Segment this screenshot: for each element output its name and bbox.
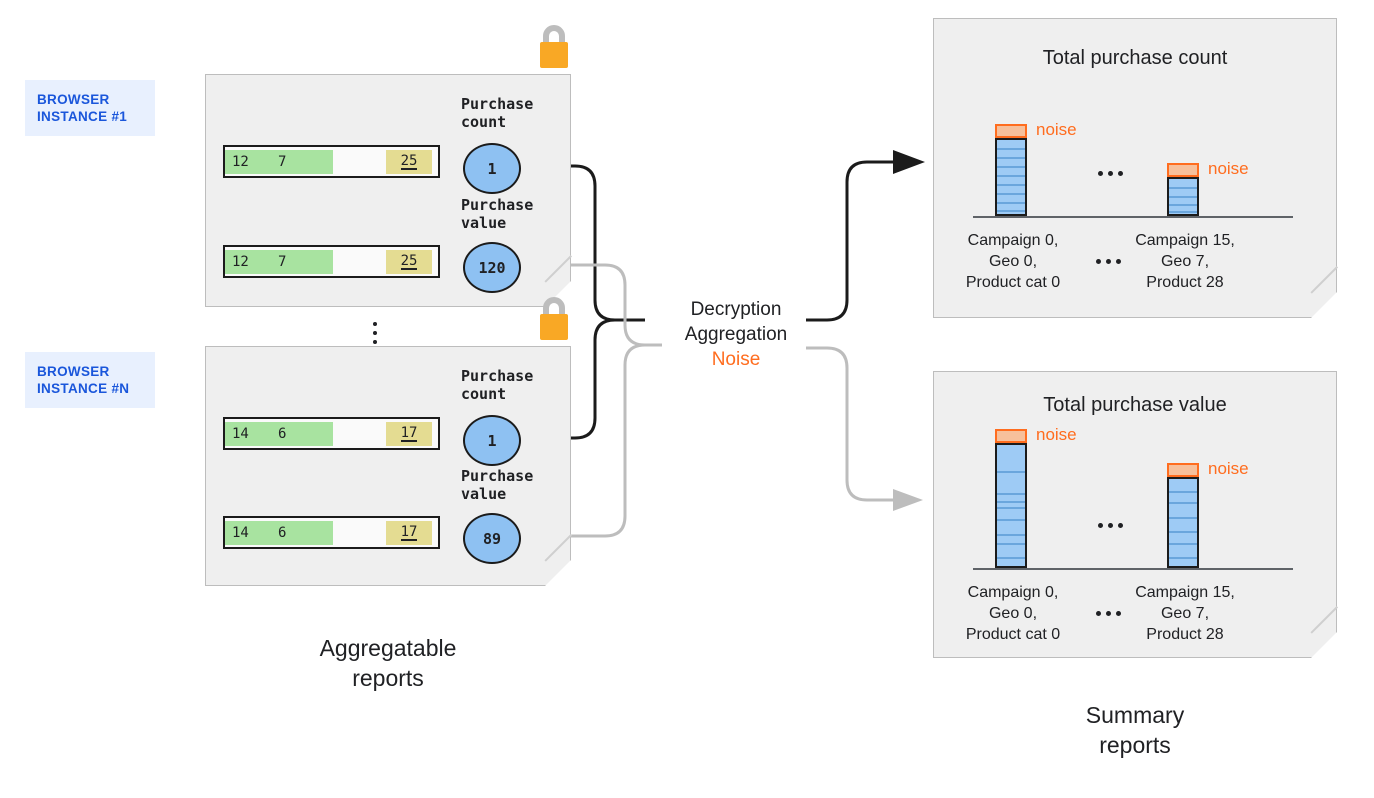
arrowhead-count: [893, 150, 925, 174]
report-cell-key1: 12: [225, 149, 271, 174]
report-cell-bucket: 25: [386, 249, 432, 274]
report-cell-key2: 7: [271, 249, 333, 274]
process-decryption-label: Decryption: [690, 299, 782, 320]
report-cell-spacer: [333, 521, 386, 545]
instances-ellipsis: [373, 322, 377, 344]
report-row: 12 7 25: [223, 145, 440, 178]
report-cell-spacer: [333, 422, 386, 446]
report-cell-spacer: [333, 250, 386, 274]
chart-axis-count: [973, 216, 1293, 218]
metric-label-purchase-count: Purchase count: [461, 95, 534, 131]
chart-bar-count-0: [995, 138, 1027, 216]
chart-category-label: Campaign 15, Geo 7, Product 28: [1135, 584, 1235, 643]
metric-label-purchase-value: Purchase value: [461, 467, 534, 503]
chart-title: Total purchase value: [1043, 394, 1227, 416]
processing-step: Decryption Aggregation Noise: [662, 297, 810, 372]
noise-segment: [995, 124, 1027, 138]
noise-segment: [1167, 163, 1199, 177]
chart-bar-value-1: [1167, 477, 1199, 568]
categories-ellipsis-count: [1096, 259, 1121, 264]
report-cell-key1: 14: [225, 421, 271, 446]
chart-bar-value-0: [995, 443, 1027, 568]
chart-title: Total purchase count: [1042, 47, 1228, 69]
metric-bubble-purchase-value: 89: [463, 513, 521, 564]
metric-bubble-purchase-count: 1: [463, 415, 521, 466]
process-aggregation-label: Aggregation: [684, 324, 788, 345]
report-row: 14 6 17: [223, 516, 440, 549]
report-cell-bucket: 25: [386, 149, 432, 174]
noise-label-right: noise: [1208, 159, 1249, 178]
arrowhead-value: [893, 489, 923, 511]
summary-chart-value: Total purchase value noise noise Campaig…: [933, 371, 1337, 658]
report-cell-key2: 6: [271, 520, 333, 545]
report-cell-bucket: 17: [386, 421, 432, 446]
chart-category-label: Campaign 0, Geo 0, Product cat 0: [965, 584, 1061, 643]
report-cell-bucket: 17: [386, 520, 432, 545]
metric-bubble-purchase-value: 120: [463, 242, 521, 293]
chart-bar-count-1: [1167, 177, 1199, 216]
noise-label-right: noise: [1208, 459, 1249, 478]
caption-aggregatable-reports: Aggregatable reports: [319, 635, 457, 691]
chart-category-label: Campaign 0, Geo 0, Product cat 0: [965, 232, 1061, 291]
padlock-icon-1: [540, 25, 568, 68]
padlock-icon-n: [540, 297, 568, 340]
browser-instance-n-chip: BROWSER INSTANCE #N: [25, 352, 155, 408]
wire-to-summary-count: [806, 160, 893, 322]
noise-segment: [995, 429, 1027, 443]
noise-label-left: noise: [1036, 425, 1077, 444]
chart-category-label: Campaign 15, Geo 7, Product 28: [1135, 232, 1235, 291]
report-cell-key1: 12: [225, 249, 271, 274]
report-cell-key1: 14: [225, 520, 271, 545]
noise-label-left: noise: [1036, 120, 1077, 139]
summary-chart-count: Total purchase count noise noise Campaig…: [933, 18, 1337, 318]
browser-instance-1-chip: BROWSER INSTANCE #1: [25, 80, 155, 136]
wire-to-summary-value: [806, 346, 893, 502]
report-cell-key2: 6: [271, 421, 333, 446]
caption-summary-reports: Summary reports: [1085, 702, 1185, 758]
categories-ellipsis-value: [1096, 611, 1121, 616]
report-cell-key2: 7: [271, 149, 333, 174]
chart-axis-value: [973, 568, 1293, 570]
report-row: 12 7 25: [223, 245, 440, 278]
report-cell-spacer: [333, 150, 386, 174]
metric-bubble-purchase-count: 1: [463, 143, 521, 194]
metric-label-purchase-count: Purchase count: [461, 367, 534, 403]
metric-label-purchase-value: Purchase value: [461, 196, 534, 232]
chart-ellipsis-count: [1098, 171, 1123, 176]
process-noise-label: Noise: [711, 349, 761, 370]
noise-segment: [1167, 463, 1199, 477]
chart-ellipsis-value: [1098, 523, 1123, 528]
report-row: 14 6 17: [223, 417, 440, 450]
